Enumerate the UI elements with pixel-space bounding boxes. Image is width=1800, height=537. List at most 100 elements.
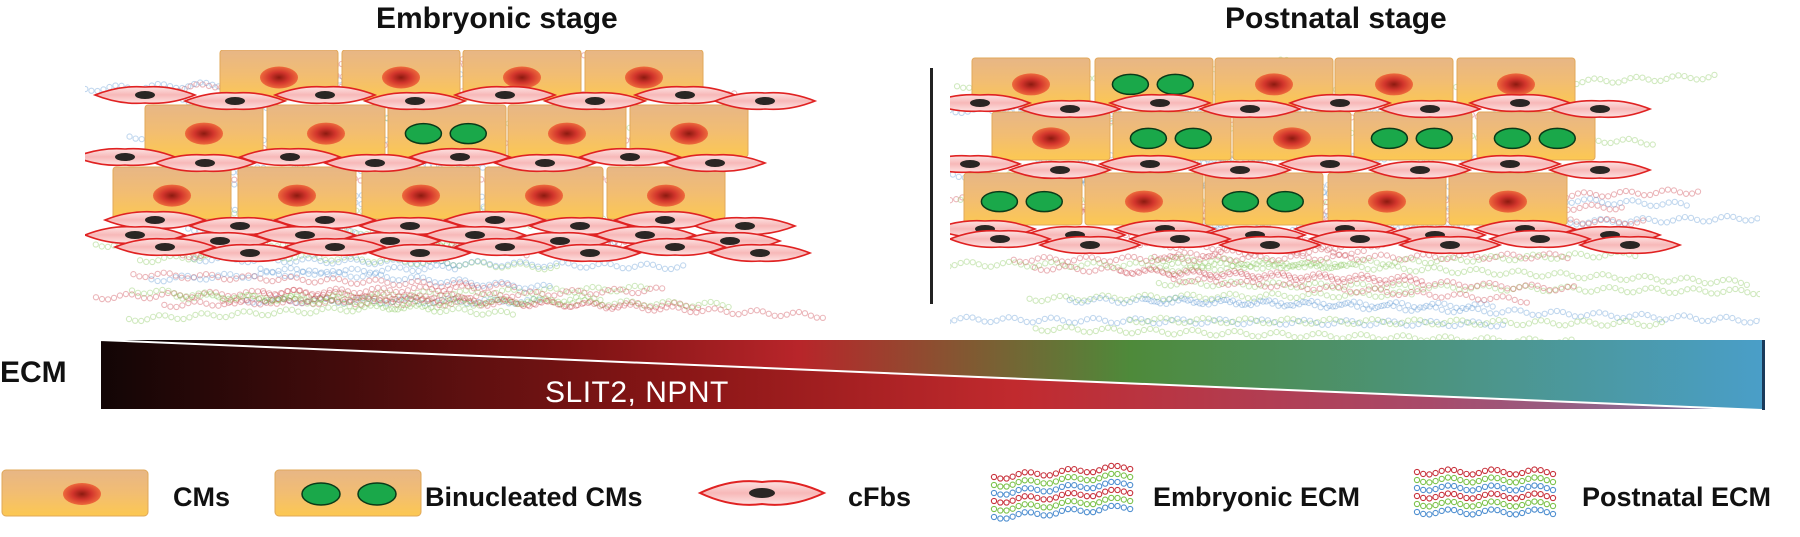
fibroblast xyxy=(1487,229,1593,249)
cardiomyocyte xyxy=(361,166,481,220)
fibroblast xyxy=(367,243,473,263)
cardiomyocyte xyxy=(144,104,264,158)
cardiomyocyte xyxy=(1456,57,1576,107)
fibroblast xyxy=(950,93,1033,113)
cardiomyocyte-icon xyxy=(1,469,149,517)
ecm-fiber xyxy=(1413,466,1557,478)
ecm-fiber xyxy=(990,470,1134,490)
postnatal-ecm-fiber xyxy=(950,313,1507,330)
embryonic-tissue-panel xyxy=(85,50,826,325)
embryonic-ecm-fiber xyxy=(257,265,553,292)
cardiomyocyte xyxy=(1232,111,1352,161)
fibroblast xyxy=(407,147,513,167)
legend-cfbs-label: cFbs xyxy=(848,482,912,512)
fibroblast xyxy=(1287,93,1393,113)
fibroblast xyxy=(112,237,218,257)
cardiomyocyte xyxy=(237,166,357,220)
postnatal-ecm-icon xyxy=(1413,466,1557,518)
postnatal-ecm-fiber xyxy=(1147,253,1750,289)
ecm-fiber xyxy=(1413,490,1557,502)
embryonic-ecm-fiber xyxy=(219,295,702,311)
postnatal-ecm-fiber xyxy=(1127,314,1666,329)
fibroblast xyxy=(322,153,428,173)
cardiomyocyte xyxy=(629,104,749,158)
fibroblast xyxy=(1547,99,1653,119)
fibroblast xyxy=(1367,160,1473,180)
fibroblast xyxy=(1217,235,1323,255)
cardiomyocyte xyxy=(507,104,627,158)
fibroblast xyxy=(1457,154,1563,174)
legend-embryonic-ecm-label: Embryonic ECM xyxy=(1153,482,1361,512)
cardiomyocyte xyxy=(991,111,1111,161)
fibroblast xyxy=(950,229,1053,249)
fibroblast xyxy=(282,237,388,257)
ecm-fiber xyxy=(990,494,1134,514)
binucleated-cardiomyocyte xyxy=(1353,111,1473,161)
postnatal-ecm-fiber xyxy=(1170,275,1530,306)
fibroblast xyxy=(1187,160,1293,180)
fibroblast xyxy=(452,85,558,105)
postnatal-tissue-panel xyxy=(950,56,1760,345)
fibroblast xyxy=(237,147,343,167)
fibroblast xyxy=(1097,154,1203,174)
ecm-fiber xyxy=(1413,474,1557,486)
postnatal-ecm-fiber xyxy=(1066,294,1496,312)
postnatal-ecm-fiber xyxy=(1117,266,1578,294)
fibroblast xyxy=(1017,99,1123,119)
postnatal-ecm-fiber xyxy=(1031,262,1425,285)
legend-postnatal-ecm-label: Postnatal ECM xyxy=(1582,482,1772,512)
binucleated-cardiomyocyte xyxy=(1112,111,1232,161)
cardiomyocyte xyxy=(971,57,1091,107)
fibroblast xyxy=(1037,235,1143,255)
embryonic-ecm-fiber xyxy=(92,282,478,303)
postnatal-ecm-fiber xyxy=(1163,248,1639,275)
fibroblast xyxy=(1467,93,1573,113)
fibroblast xyxy=(85,147,178,167)
binucleated-cardiomyocyte xyxy=(1476,111,1596,161)
fibroblast xyxy=(182,91,288,111)
ecm-label: ECM xyxy=(0,356,67,389)
fibroblast xyxy=(1307,229,1413,249)
fibroblast xyxy=(1007,160,1113,180)
legend-binucleated-cms-label: Binucleated CMs xyxy=(425,482,643,512)
postnatal-ecm-fiber xyxy=(1010,250,1571,266)
embryonic-ecm-fiber xyxy=(263,282,651,304)
embryonic-ecm-fiber xyxy=(243,295,543,307)
fibroblast xyxy=(272,85,378,105)
cardiomyocyte xyxy=(606,166,726,220)
postnatal-ecm-fiber xyxy=(950,258,1345,272)
binucleated-cardiomyocyte xyxy=(963,172,1083,226)
fibroblast xyxy=(662,153,768,173)
embryonic-ecm-molecule-wedge xyxy=(100,340,1763,410)
fibroblast xyxy=(1577,235,1683,255)
binucleated-cardiomyocyte xyxy=(1094,57,1214,107)
ecm-fiber xyxy=(990,486,1134,506)
binucleated-cardiomyocyte xyxy=(387,104,507,158)
ecm-molecules-label: SLIT2, NPNT xyxy=(545,376,729,409)
postnatal-ecm-fiber xyxy=(1142,294,1760,326)
embryonic-ecm-fiber xyxy=(161,284,666,311)
fibroblast xyxy=(707,243,813,263)
fibroblast xyxy=(1197,99,1303,119)
ecm-fiber xyxy=(1413,506,1557,518)
embryonic-stage-title: Embryonic stage xyxy=(376,2,618,35)
embryonic-ecm-fiber xyxy=(173,291,732,311)
embryonic-ecm-fiber xyxy=(148,262,459,285)
fibroblast xyxy=(492,153,598,173)
legend-cms-label: CMs xyxy=(173,482,231,512)
cardiomyocyte xyxy=(112,166,232,220)
fibroblast xyxy=(1127,229,1233,249)
fibroblast xyxy=(1377,99,1483,119)
fibroblast xyxy=(362,91,468,111)
ecm-fiber xyxy=(990,462,1134,482)
postnatal-stage-title: Postnatal stage xyxy=(1225,2,1447,35)
embryonic-ecm-fiber xyxy=(128,286,517,318)
fibroblast xyxy=(950,154,1023,174)
fibroblast xyxy=(1547,160,1653,180)
binucleated-cardiomyocyte xyxy=(1204,172,1324,226)
fibroblast xyxy=(542,91,648,111)
embryonic-ecm-fiber xyxy=(130,269,518,292)
embryonic-ecm-fiber xyxy=(125,292,604,325)
fibroblast xyxy=(1277,154,1383,174)
ecm-fiber xyxy=(1413,498,1557,510)
